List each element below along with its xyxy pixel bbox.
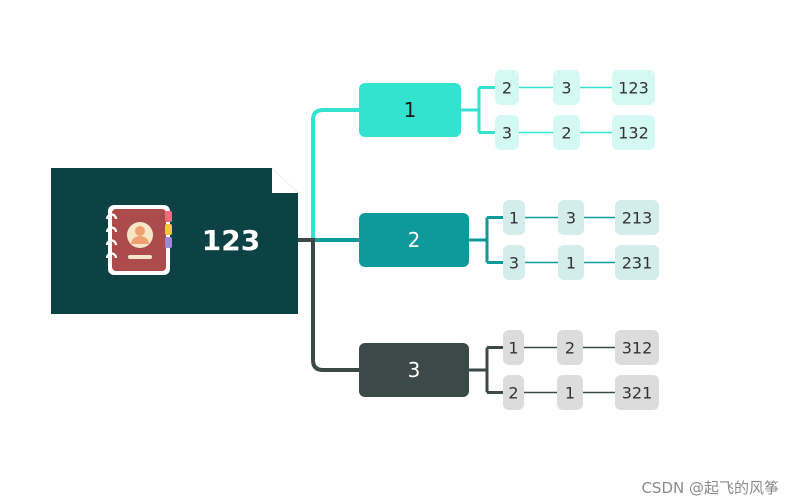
leaf-row: 1 2 312 bbox=[503, 330, 659, 365]
connector-branch-leaf bbox=[469, 346, 503, 394]
leaf-node[interactable]: 123 bbox=[612, 70, 655, 105]
leaf-node[interactable]: 2 bbox=[495, 70, 519, 105]
leaf-row: 2 3 123 bbox=[495, 70, 655, 105]
leaf-node[interactable]: 2 bbox=[557, 330, 583, 365]
branch-label: 1 bbox=[404, 98, 417, 122]
leaf-row: 3 2 132 bbox=[495, 115, 655, 150]
leaf-box bbox=[553, 115, 580, 150]
leaf-node[interactable]: 2 bbox=[553, 115, 580, 150]
leaf-label: 321 bbox=[622, 384, 653, 403]
leaf-box bbox=[558, 200, 584, 235]
leaf-box bbox=[495, 70, 519, 105]
leaf-label: 2 bbox=[508, 384, 518, 403]
leaf-label: 3 bbox=[566, 209, 576, 228]
leaf-box bbox=[557, 330, 583, 365]
leaf-box bbox=[615, 330, 659, 365]
leaf-node[interactable]: 1 bbox=[503, 200, 525, 235]
leaf-box bbox=[503, 375, 524, 410]
leaf-label: 2 bbox=[502, 79, 512, 98]
leaf-label: 1 bbox=[509, 209, 519, 228]
leaf-box bbox=[503, 330, 524, 365]
leaf-label: 213 bbox=[622, 209, 653, 228]
leaf-label: 2 bbox=[565, 339, 575, 358]
leaf-box bbox=[615, 200, 659, 235]
branch-box bbox=[359, 83, 461, 137]
branch-node-1[interactable]: 1 bbox=[359, 83, 461, 137]
watermark: CSDN @起飞的风筝 bbox=[641, 479, 779, 497]
leaf-row: 1 3 213 bbox=[503, 200, 659, 235]
leaf-label: 2 bbox=[561, 124, 571, 143]
leaf-box bbox=[553, 70, 580, 105]
leaf-label: 1 bbox=[508, 339, 518, 358]
address-book-icon bbox=[105, 205, 172, 275]
leaf-node[interactable]: 321 bbox=[615, 375, 659, 410]
leaf-label: 312 bbox=[622, 339, 653, 358]
leaf-label: 3 bbox=[502, 124, 512, 143]
leaf-node[interactable]: 231 bbox=[615, 245, 659, 280]
leaf-box bbox=[495, 115, 519, 150]
connector-branch-leaf bbox=[469, 216, 503, 264]
leaf-node[interactable]: 1 bbox=[503, 330, 524, 365]
connector-root-branch bbox=[298, 108, 359, 242]
leaf-box bbox=[503, 245, 525, 280]
leaf-label: 3 bbox=[561, 79, 571, 98]
root-card bbox=[51, 168, 298, 314]
leaf-node[interactable]: 312 bbox=[615, 330, 659, 365]
leaf-box bbox=[615, 245, 659, 280]
connector-root-branch bbox=[298, 238, 359, 372]
leaf-box bbox=[612, 115, 655, 150]
branch-label: 2 bbox=[408, 228, 421, 252]
leaf-label: 132 bbox=[618, 124, 649, 143]
branch-box bbox=[359, 213, 469, 267]
leaf-box bbox=[612, 70, 655, 105]
leaf-label: 231 bbox=[622, 254, 653, 273]
leaf-box bbox=[615, 375, 659, 410]
connectors bbox=[298, 86, 615, 394]
leaf-node[interactable]: 132 bbox=[612, 115, 655, 150]
leaf-node[interactable]: 3 bbox=[553, 70, 580, 105]
leaf-node[interactable]: 3 bbox=[503, 245, 525, 280]
leaf-box bbox=[557, 375, 583, 410]
branch-label: 3 bbox=[408, 358, 421, 382]
branch-node-3[interactable]: 3 bbox=[359, 343, 469, 397]
leaf-row: 2 1 321 bbox=[503, 375, 659, 410]
leaf-node[interactable]: 213 bbox=[615, 200, 659, 235]
leaf-label: 123 bbox=[618, 79, 649, 98]
folded-corner bbox=[272, 168, 298, 193]
leaf-row: 3 1 231 bbox=[503, 245, 659, 280]
leaf-box bbox=[503, 200, 525, 235]
branch-box bbox=[359, 343, 469, 397]
leaf-label: 1 bbox=[566, 254, 576, 273]
leaf-node[interactable]: 1 bbox=[557, 375, 583, 410]
leaf-node[interactable]: 2 bbox=[503, 375, 524, 410]
leaf-node[interactable]: 3 bbox=[558, 200, 584, 235]
leaf-box bbox=[558, 245, 584, 280]
branch-node-2[interactable]: 2 bbox=[359, 213, 469, 267]
root-node[interactable]: 123 bbox=[51, 168, 298, 314]
leaf-label: 3 bbox=[509, 254, 519, 273]
connector-branch-leaf bbox=[461, 86, 495, 134]
leaf-node[interactable]: 1 bbox=[558, 245, 584, 280]
leaf-label: 1 bbox=[565, 384, 575, 403]
root-title: 123 bbox=[202, 224, 260, 257]
leaf-node[interactable]: 3 bbox=[495, 115, 519, 150]
